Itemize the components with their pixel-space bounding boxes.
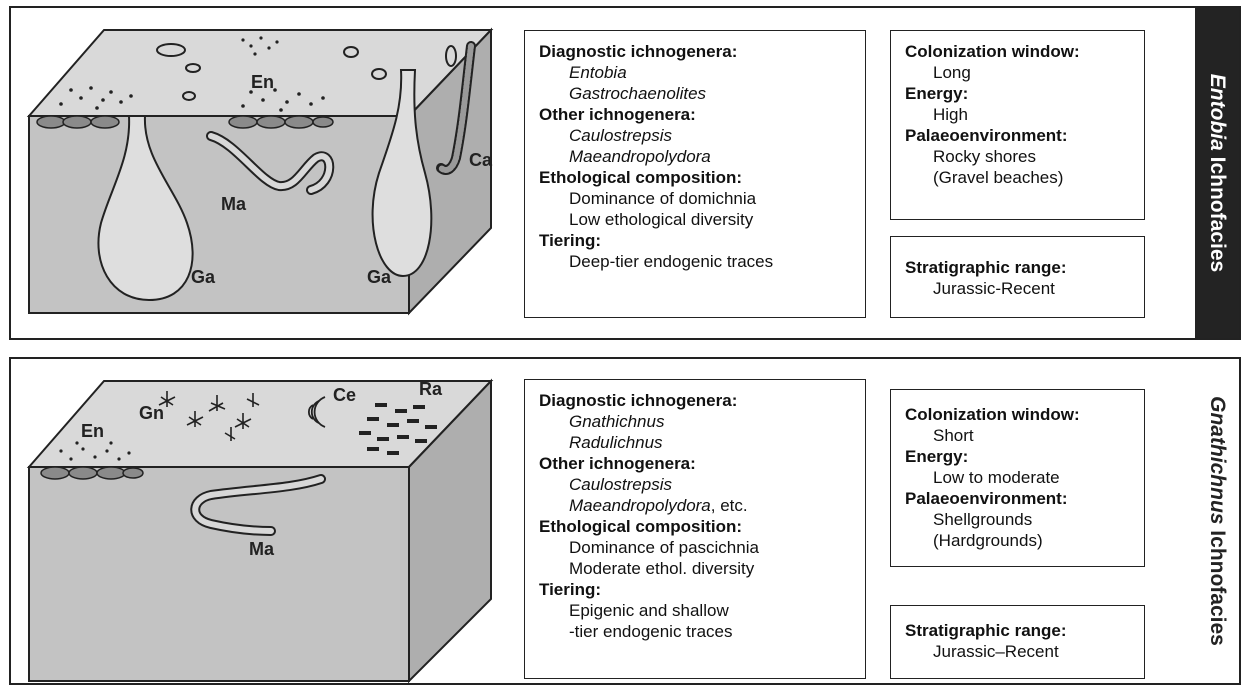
palaeoenvironment-value-2: (Gravel beaches) [905,167,1136,188]
heading-tiering: Tiering: [539,230,857,251]
heading-palaeoenvironment: Palaeoenvironment: [905,125,1136,146]
tiering-value-1: Epigenic and shallow [539,600,857,621]
label-ca: Ca [469,150,493,170]
facies-title-bar: Entobia Ichnofacies [1195,8,1239,338]
ethology-diversity: Moderate ethol. diversity [539,558,857,579]
colonization-value: Short [905,425,1136,446]
environment-box: Colonization window: Short Energy: Low t… [890,389,1145,567]
ethology-dominance: Dominance of domichnia [539,188,857,209]
facies-title-rest: Ichnofacies [1206,151,1229,272]
heading-tiering: Tiering: [539,579,857,600]
facies-title-bar: Gnathichnus Ichnofacies [1195,359,1239,683]
ichnogenera-box: Diagnostic ichnogenera: Entobia Gastroch… [524,30,866,318]
ichnogenus-radulichnus: Radulichnus [539,432,857,453]
ichnogenus-maeandropolydora: Maeandropolydora [539,146,857,167]
label-en: En [81,421,104,441]
stratigraphic-box: Stratigraphic range: Jurassic-Recent [890,236,1145,318]
block-front-face [29,116,409,313]
ichnogenus-gastrochaenolites: Gastrochaenolites [539,83,857,104]
ichnogenus-caulostrepsis: Caulostrepsis [539,125,857,146]
label-ma: Ma [249,539,275,559]
label-ce: Ce [333,385,356,405]
ichnogenus-maeandropolydora: Maeandropolydora [569,496,711,515]
heading-palaeoenvironment: Palaeoenvironment: [905,488,1136,509]
colonization-value: Long [905,62,1136,83]
stratigraphic-box: Stratigraphic range: Jurassic–Recent [890,605,1145,679]
heading-stratigraphic: Stratigraphic range: [905,620,1136,641]
ethology-dominance: Dominance of pascichnia [539,537,857,558]
ethology-diversity: Low ethological diversity [539,209,857,230]
entobia-ichnofacies-panel: En Ma Ca Ga Ga Diagnostic ichnogenera: E… [9,6,1241,340]
gnathichnus-ichnofacies-panel: En Gn Ce Ra Ma Diagnostic ichnogenera: G… [9,357,1241,685]
stratigraphic-value: Jurassic-Recent [905,278,1136,299]
ichnogenus-gnathichnus: Gnathichnus [539,411,857,432]
ichnogenus-caulostrepsis: Caulostrepsis [539,474,857,495]
environment-box: Colonization window: Long Energy: High P… [890,30,1145,220]
palaeoenvironment-value: Shellgrounds [905,509,1136,530]
block-front-face [29,467,409,681]
label-gn: Gn [139,403,164,423]
heading-energy: Energy: [905,446,1136,467]
heading-other: Other ichnogenera: [539,453,857,474]
entobia-galleries [41,467,143,479]
facies-title-italic: Gnathichnus [1206,396,1229,524]
heading-diagnostic: Diagnostic ichnogenera: [539,390,857,411]
heading-colonization: Colonization window: [905,404,1136,425]
energy-value: High [905,104,1136,125]
heading-ethological: Ethological composition: [539,167,857,188]
energy-value: Low to moderate [905,467,1136,488]
label-ga-right: Ga [367,267,392,287]
label-ga-left: Ga [191,267,216,287]
heading-colonization: Colonization window: [905,41,1136,62]
tiering-value: Deep-tier endogenic traces [539,251,857,272]
palaeoenvironment-value: Rocky shores [905,146,1136,167]
label-en: En [251,72,274,92]
label-ra: Ra [419,379,443,399]
facies-title-italic: Entobia [1206,74,1229,151]
heading-energy: Energy: [905,83,1136,104]
facies-title: Gnathichnus Ichnofacies [1205,396,1229,646]
ichnogenus-etc: , etc. [711,496,748,515]
gnathichnus-block-diagram: En Gn Ce Ra Ma [11,359,511,685]
heading-diagnostic: Diagnostic ichnogenera: [539,41,857,62]
heading-stratigraphic: Stratigraphic range: [905,257,1136,278]
facies-title: Entobia Ichnofacies [1205,74,1229,272]
label-ma: Ma [221,194,247,214]
entobia-block-diagram: En Ma Ca Ga Ga [11,8,511,338]
palaeoenvironment-value-2: (Hardgrounds) [905,530,1136,551]
tiering-value-2: -tier endogenic traces [539,621,857,642]
ichnogenera-box: Diagnostic ichnogenera: Gnathichnus Radu… [524,379,866,679]
ichnogenus-maeandropolydora-etc: Maeandropolydora, etc. [539,495,857,516]
heading-ethological: Ethological composition: [539,516,857,537]
heading-other: Other ichnogenera: [539,104,857,125]
facies-title-rest: Ichnofacies [1206,524,1229,645]
stratigraphic-value: Jurassic–Recent [905,641,1136,662]
ichnogenus-entobia: Entobia [539,62,857,83]
